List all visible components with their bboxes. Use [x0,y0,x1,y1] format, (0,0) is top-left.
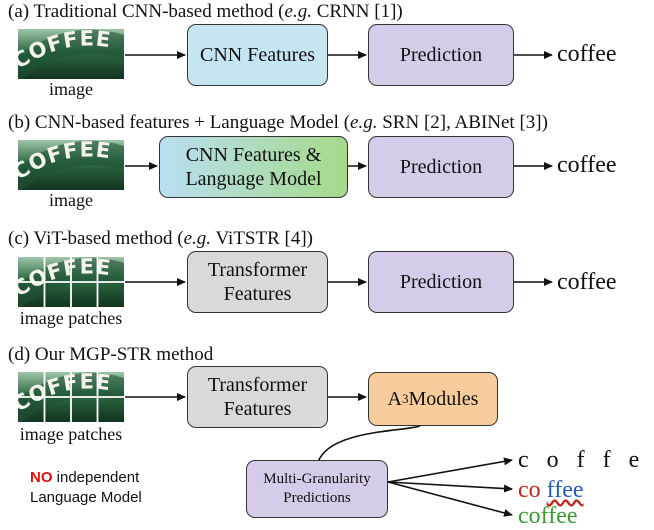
a3-label-base: A [387,388,402,410]
output-bpe-part1: co [518,477,541,503]
output-bpe: co ffee [518,476,584,504]
heading-d: (d) Our MGP-STR method [8,344,214,365]
arrow-mgp-char [387,457,513,483]
heading-a: (a) Traditional CNN-based method (e.g. C… [8,1,403,22]
heading-b: (b) CNN-based features + Language Model … [8,112,548,133]
arrow-mgp-wp [387,481,513,517]
transformer-features-box-c: Transformer Features [187,251,328,313]
multi-granularity-box: Multi-Granularity Predictions [246,460,388,518]
output-a: coffee [557,41,617,67]
output-bpe-part2: ffee [546,477,584,503]
cnn-language-model-box: CNN Features & Language Model [159,136,348,198]
image-patches-d: COFFEE [18,372,124,422]
curve-a3-to-mgp [317,425,421,463]
coffee-sleeve-graphic: COFFEE [18,257,124,307]
patch-grid [18,257,124,307]
coffee-sleeve-graphic: COFFEE [18,29,124,79]
coffee-sleeve-graphic: COFFEE [18,372,124,422]
coffee-image-a: COFFEE [18,29,124,79]
prediction-box-c: Prediction [368,251,514,313]
arrow-mgp-bpe [387,481,513,493]
image-patches-c: COFFEE [18,257,124,307]
output-c: coffee [557,269,617,295]
coffee-sleeve-graphic: COFFEE [18,140,124,190]
prediction-box-a: Prediction [368,24,514,86]
transformer-features-box-d: Transformer Features [187,366,328,428]
heading-c: (c) ViT-based method (e.g. ViTSTR [4]) [8,228,314,249]
a3-label-rest: Modules [408,388,479,410]
patch-grid [18,372,124,422]
note-rest2: Language Model [30,489,142,506]
cnn-features-box-a: CNN Features [187,24,328,86]
coffee-image-b: COFFEE [18,140,124,190]
output-char: c o f f e e [518,447,654,473]
note-no: NO [30,469,53,486]
note-rest1: independent [52,469,140,486]
image-label-b: image [49,190,93,210]
prediction-box-b: Prediction [368,136,514,198]
no-language-model-note: NO independent Language Model [30,468,142,508]
output-b: coffee [557,152,617,178]
image-label-c: image patches [19,308,123,328]
output-wordpiece: coffee [518,503,578,529]
image-label-d: image patches [19,424,123,444]
image-label-a: image [49,79,93,99]
